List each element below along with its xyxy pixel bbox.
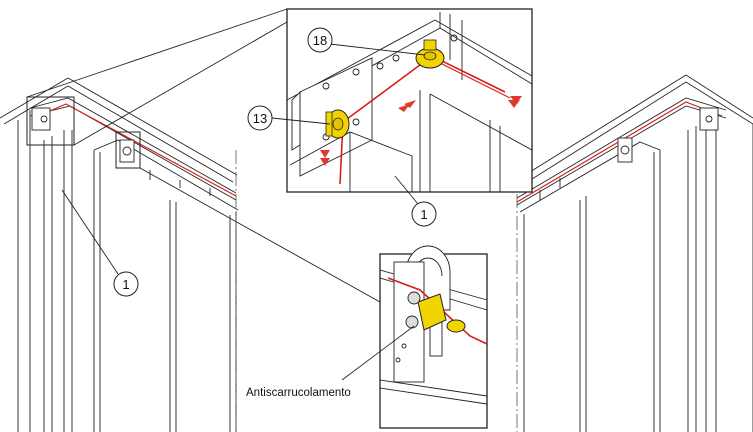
leader-bottom-inset xyxy=(139,167,381,303)
left-door-assembly xyxy=(0,77,239,432)
detail-box-carriage xyxy=(115,131,141,169)
callout-bubble-icon xyxy=(307,27,333,53)
direction-arrow-icon xyxy=(508,96,522,108)
callout-1-inset: 1 xyxy=(420,207,427,222)
direction-arrow-icon xyxy=(398,100,416,112)
detail-box-corner xyxy=(26,96,75,146)
callout-1-leader xyxy=(61,189,119,275)
callout-18: 18 xyxy=(313,33,327,48)
right-door-assembly xyxy=(516,74,753,432)
bottom-detail-inset xyxy=(341,245,488,429)
cable-inset-bottom xyxy=(387,277,488,345)
top-detail-inset: 18 13 1 xyxy=(247,8,533,227)
direction-arrow-icon xyxy=(320,150,330,166)
callout-bubble-icon xyxy=(411,201,437,227)
anti-derailment-label: Antiscarrucolamento xyxy=(246,387,351,399)
pulley-icon xyxy=(415,39,445,69)
leader-top-inset-a xyxy=(26,8,288,98)
callout-bubble-icon xyxy=(113,271,139,297)
callout-1-main: 1 xyxy=(122,277,129,292)
pulley-icon xyxy=(405,291,466,333)
leader-top-inset-b xyxy=(73,21,288,146)
callout-bubble-icon xyxy=(247,105,273,131)
callout-13: 13 xyxy=(253,111,267,126)
cable-inset-top xyxy=(339,55,506,185)
